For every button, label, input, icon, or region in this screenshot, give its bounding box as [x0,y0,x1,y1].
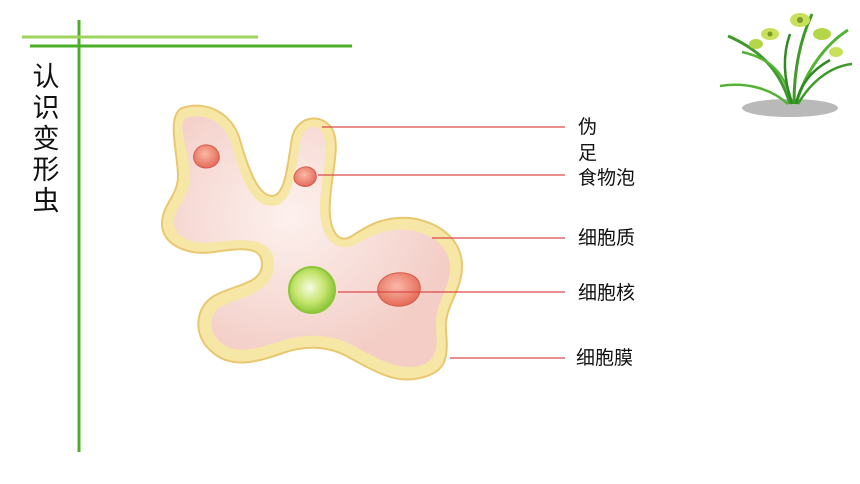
food-vacuole-3 [377,272,421,307]
label-cell-membrane: 细胞膜 [576,347,634,369]
nucleus-shape [288,266,336,314]
food-vacuole-2 [293,166,317,187]
cytoplasm-shape [174,116,450,367]
orchid-plant-image [719,13,853,117]
food-vacuole-1 [193,144,220,169]
leader-lines [318,126,565,359]
page-title: 认识变形虫 [32,62,60,217]
label-nucleus: 细胞核 [578,282,636,304]
amoeba-illustration [160,104,464,381]
plant-shadow [742,99,838,117]
label-pseudopod: 伪足 [578,116,598,164]
label-food-vacuole: 食物泡 [578,167,636,189]
label-cytoplasm: 细胞质 [578,227,636,249]
